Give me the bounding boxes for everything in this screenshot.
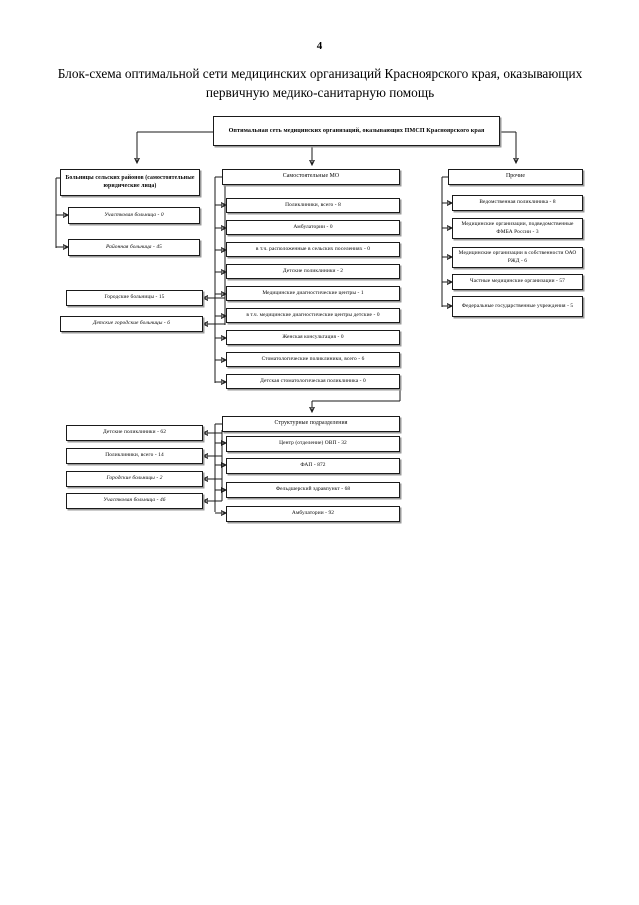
- node-independent-rural-located: в т.ч. расположенные в сельских поселени…: [226, 242, 400, 257]
- node-independent-diagnostic-centers-children: в т.ч. медицинские диагностические центр…: [226, 308, 400, 323]
- page-number: 4: [316, 40, 323, 52]
- node-independent-polyclinics-total: Поликлиники, всего - 8: [226, 198, 400, 213]
- node-structural-ambulatories: Амбулатории - 92: [226, 506, 400, 522]
- node-independent-stomatology-children: Детская стоматологическая поликлиника - …: [226, 374, 400, 389]
- node-other-fmba: Медицинские организации, подведомственны…: [452, 218, 583, 239]
- node-other-federal: Федеральные государственные учреждения -…: [452, 296, 583, 317]
- node-structural-feldsher-health-post: Фельдшерский здравпункт - 68: [226, 482, 400, 498]
- node-structural-units-heading: Структурные подразделения: [222, 416, 400, 432]
- node-independent-ambulatories: Амбулатории - 0: [226, 220, 400, 235]
- document-title: Блок-схема оптимальной сети медицинских …: [57, 66, 583, 100]
- node-rural-rayonnaya: Районная больница - 45: [68, 239, 200, 256]
- node-structural-fap: ФАП - 872: [226, 458, 400, 474]
- node-other-private: Частные медицинские организации - 57: [452, 274, 583, 290]
- node-other-heading: Прочие: [448, 169, 583, 185]
- node-city-hospitals: Городские больницы - 15: [66, 290, 203, 306]
- node-city-children-hospitals: Детские городские больницы - 6: [60, 316, 203, 332]
- node-independent-women-consultation: Женская консультация - 0: [226, 330, 400, 345]
- node-root: Оптимальная сеть медицинских организаций…: [213, 116, 500, 146]
- node-rural-uchastkovaya: Участковая больница - 0: [68, 207, 200, 224]
- node-rural-hospitals-heading: Больницы сельских районов (самостоятельн…: [60, 169, 200, 196]
- node-left-polyclinics-total: Поликлиники, всего - 14: [66, 448, 203, 464]
- node-left-children-polyclinics: Детские поликлиники - 62: [66, 425, 203, 441]
- node-independent-stomatology-total: Стоматологические поликлиники, всего - 6: [226, 352, 400, 367]
- node-other-rzd: Медицинские организации в собственности …: [452, 247, 583, 268]
- node-independent-diagnostic-centers: Медицинские диагностические центры - 1: [226, 286, 400, 301]
- node-independent-children-polyclinics: Детские поликлиники - 2: [226, 264, 400, 279]
- node-left-uchastkovaya: Участковая больница - 46: [66, 493, 203, 509]
- node-independent-mo-heading: Самостоятельные МО: [222, 169, 400, 185]
- node-left-city-hospitals: Городские больницы - 2: [66, 471, 203, 487]
- node-other-departmental-polyclinic: Ведомственная поликлиника - 8: [452, 195, 583, 211]
- node-structural-ovp: Центр (отделение) ОВП - 32: [226, 436, 400, 452]
